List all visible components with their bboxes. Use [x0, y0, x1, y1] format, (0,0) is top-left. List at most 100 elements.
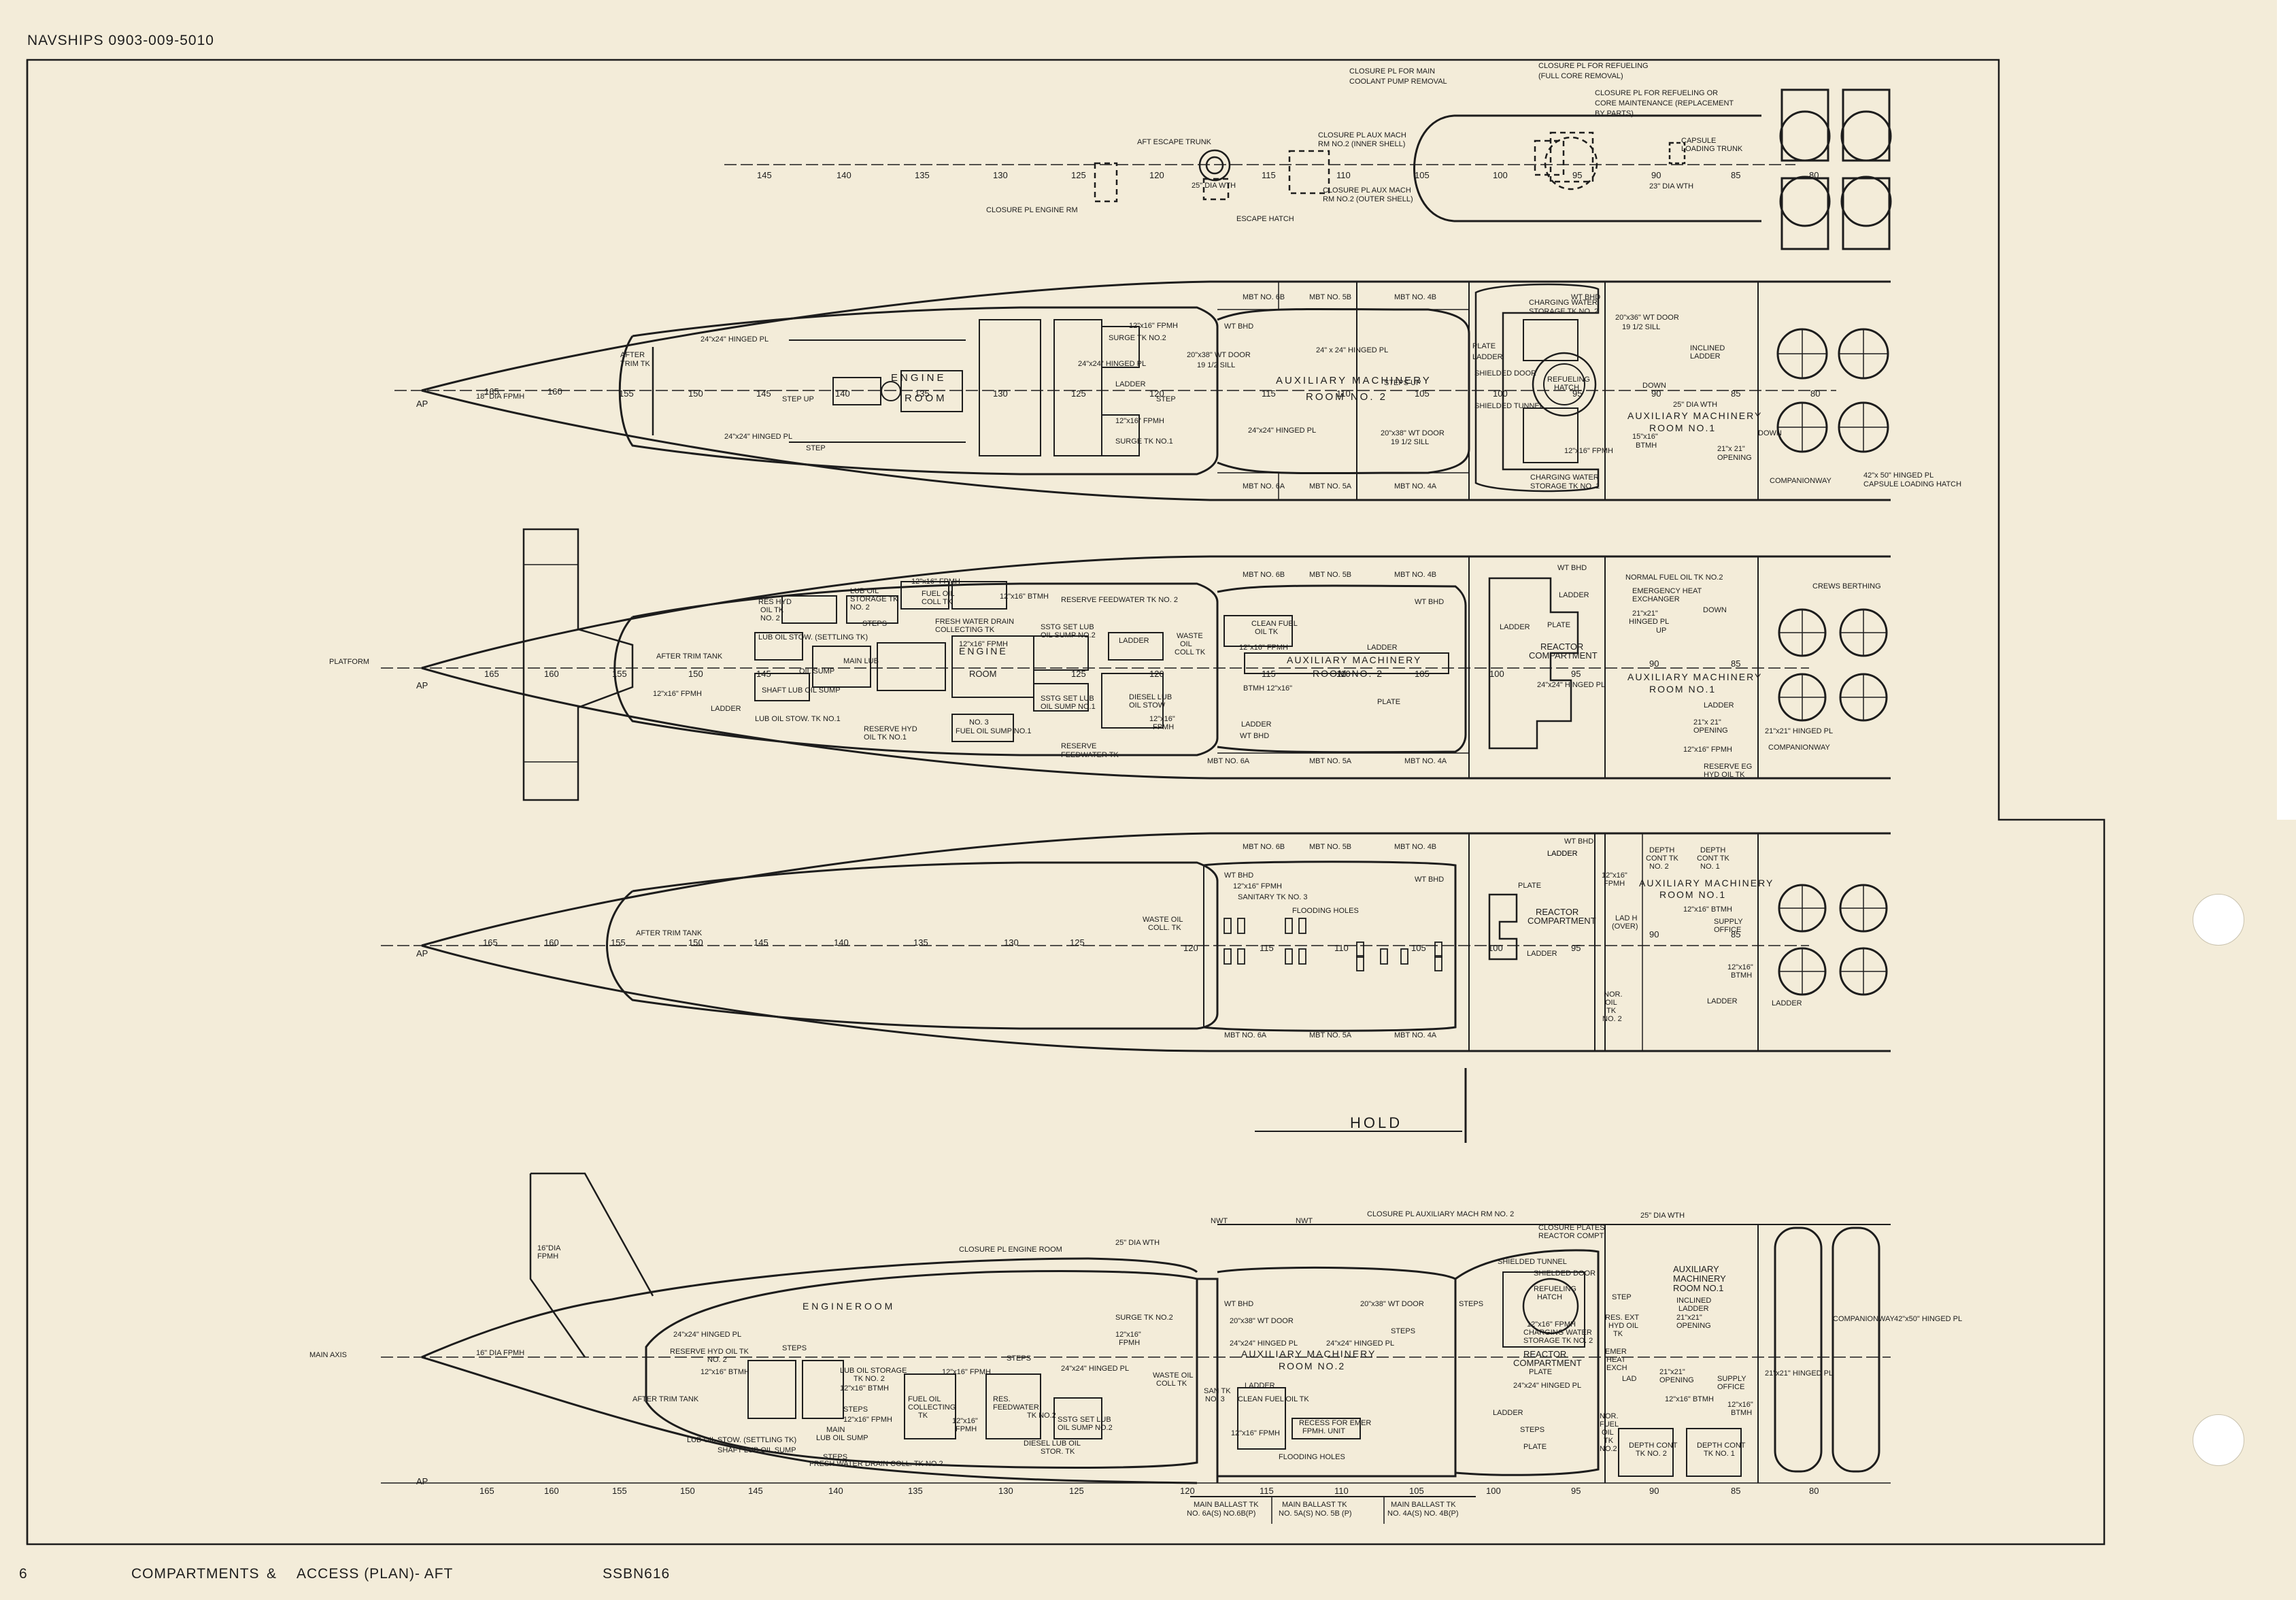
svg-text:STEPS UP: STEPS UP: [1384, 379, 1421, 387]
svg-text:MBT NO. 4B: MBT NO. 4B: [1394, 843, 1436, 851]
svg-text:NO. 1: NO. 1: [1700, 863, 1720, 871]
svg-text:130: 130: [998, 1486, 1013, 1496]
svg-text:12"x16" BTMH: 12"x16" BTMH: [840, 1384, 889, 1393]
view-hold-labels: HOLD AFTER TRIM TANK WASTE OIL COLL. TK …: [636, 837, 1802, 1131]
svg-text:MBT NO. 6A: MBT NO. 6A: [1207, 757, 1250, 765]
svg-text:FPMH. UNIT: FPMH. UNIT: [1302, 1427, 1345, 1435]
svg-text:LUB OIL STOW. TK NO.1: LUB OIL STOW. TK NO.1: [755, 715, 841, 723]
svg-text:NO.2: NO.2: [1600, 1445, 1617, 1453]
svg-text:MBT NO. 5B: MBT NO. 5B: [1309, 843, 1351, 851]
svg-text:FEEDWATER TK: FEEDWATER TK: [1061, 751, 1119, 759]
svg-text:UP: UP: [1656, 627, 1666, 635]
svg-text:FUEL OIL SUMP NO.1: FUEL OIL SUMP NO.1: [956, 727, 1031, 735]
svg-text:24"x24" HINGED PL: 24"x24" HINGED PL: [1078, 360, 1146, 368]
svg-text:100: 100: [1493, 388, 1508, 399]
svg-text:145: 145: [756, 388, 771, 399]
svg-text:MAIN LUB: MAIN LUB: [843, 657, 879, 665]
svg-text:24"x24" HINGED PL: 24"x24" HINGED PL: [1537, 681, 1605, 689]
svg-text:HYD OIL: HYD OIL: [1608, 1322, 1638, 1330]
svg-text:HATCH: HATCH: [1537, 1293, 1562, 1301]
svg-text:FUEL: FUEL: [1600, 1420, 1619, 1429]
svg-text:CHARGING WATER: CHARGING WATER: [1529, 299, 1598, 307]
svg-text:SHIELDED DOOR: SHIELDED DOOR: [1534, 1269, 1596, 1278]
svg-text:LADDER: LADDER: [1241, 720, 1272, 729]
svg-text:155: 155: [619, 388, 634, 399]
svg-text:42"x 50" HINGED PL: 42"x 50" HINGED PL: [1863, 471, 1934, 480]
svg-text:18" DIA FPMH: 18" DIA FPMH: [476, 393, 524, 401]
svg-text:115: 115: [1262, 669, 1276, 679]
document-number: NAVSHIPS 0903-009-5010: [27, 33, 214, 48]
svg-text:LOADING TRUNK: LOADING TRUNK: [1681, 145, 1743, 153]
svg-text:DOWN: DOWN: [1758, 429, 1782, 437]
svg-text:OPENING: OPENING: [1693, 727, 1728, 735]
svg-text:130: 130: [1004, 937, 1019, 948]
svg-text:100: 100: [1493, 170, 1508, 180]
svg-text:145: 145: [754, 937, 769, 948]
svg-text:INCLINED: INCLINED: [1676, 1297, 1711, 1305]
svg-text:ROOM NO. 2: ROOM NO. 2: [1313, 668, 1383, 679]
svg-text:NOR.: NOR.: [1600, 1412, 1619, 1420]
svg-text:21"x21": 21"x21": [1632, 610, 1658, 618]
svg-text:90: 90: [1649, 1486, 1659, 1496]
svg-text:24"x24" HINGED PL: 24"x24" HINGED PL: [1230, 1339, 1298, 1348]
svg-text:135: 135: [908, 1486, 923, 1496]
svg-text:24"x24" HINGED PL: 24"x24" HINGED PL: [1248, 427, 1316, 435]
svg-text:MAIN BALLAST TK: MAIN BALLAST TK: [1391, 1501, 1456, 1509]
svg-text:FPMH: FPMH: [1153, 723, 1174, 731]
svg-text:RES.: RES.: [993, 1395, 1011, 1403]
svg-text:12"x16" FPMH: 12"x16" FPMH: [1231, 1429, 1280, 1437]
svg-text:OIL TK: OIL TK: [760, 606, 784, 614]
svg-text:WASTE OIL: WASTE OIL: [1153, 1371, 1194, 1380]
svg-text:85: 85: [1731, 170, 1740, 180]
svg-text:120: 120: [1183, 943, 1198, 953]
svg-text:WASTE OIL: WASTE OIL: [1143, 916, 1183, 924]
svg-text:EXCH: EXCH: [1606, 1364, 1627, 1372]
svg-text:COLLECTING TK: COLLECTING TK: [935, 626, 995, 634]
svg-text:REFUELING: REFUELING: [1547, 376, 1590, 384]
svg-text:12"x16": 12"x16": [952, 1417, 978, 1425]
svg-text:SURGE TK NO.2: SURGE TK NO.2: [1109, 334, 1166, 342]
svg-text:LADDER: LADDER: [1500, 623, 1530, 631]
svg-text:155: 155: [611, 937, 626, 948]
svg-text:OIL STOW: OIL STOW: [1129, 701, 1166, 710]
svg-text:LADDER: LADDER: [1527, 950, 1557, 958]
svg-text:NO. 2: NO. 2: [707, 1356, 727, 1364]
svg-text:PLATE: PLATE: [1523, 1443, 1547, 1451]
svg-text:SURGE TK NO.2: SURGE TK NO.2: [1115, 1314, 1173, 1322]
svg-text:WT BHD: WT BHD: [1571, 293, 1600, 301]
svg-text:CLEAN FUEL: CLEAN FUEL: [1251, 620, 1298, 628]
svg-text:16"DIA: 16"DIA: [537, 1244, 561, 1252]
svg-text:135: 135: [915, 388, 930, 399]
svg-text:SSTG SET LUB: SSTG SET LUB: [1041, 623, 1094, 631]
svg-text:140: 140: [828, 1486, 843, 1496]
svg-text:42"x50" HINGED PL: 42"x50" HINGED PL: [1894, 1315, 1962, 1323]
svg-text:125: 125: [1071, 669, 1086, 679]
svg-text:LADDER: LADDER: [1559, 591, 1589, 599]
svg-text:AFTER TRIM TANK: AFTER TRIM TANK: [656, 652, 723, 661]
svg-text:165: 165: [479, 1486, 494, 1496]
svg-text:CORE MAINTENANCE (REPLACEMENT: CORE MAINTENANCE (REPLACEMENT: [1595, 99, 1734, 107]
svg-text:STORAGE TK NO. 2: STORAGE TK NO. 2: [1529, 307, 1598, 316]
svg-text:FUEL OIL: FUEL OIL: [922, 590, 955, 598]
svg-text:90: 90: [1651, 388, 1661, 399]
svg-text:STEPS: STEPS: [823, 1453, 847, 1461]
svg-text:MBT NO. 6A: MBT NO. 6A: [1243, 482, 1285, 490]
svg-text:LUB OIL STOW. (SETTLING TK): LUB OIL STOW. (SETTLING TK): [687, 1436, 796, 1444]
svg-text:CLOSURE PL ENGINE ROOM: CLOSURE PL ENGINE ROOM: [959, 1246, 1062, 1254]
svg-text:150: 150: [688, 937, 703, 948]
svg-text:DEPTH CONT: DEPTH CONT: [1629, 1441, 1678, 1450]
svg-text:LADDER: LADDER: [1472, 353, 1503, 361]
svg-text:95: 95: [1572, 170, 1582, 180]
punch-hole-upper: [2193, 894, 2244, 946]
svg-text:MBT NO. 6B: MBT NO. 6B: [1243, 293, 1285, 301]
svg-text:12"x16" BTMH: 12"x16" BTMH: [1000, 593, 1049, 601]
svg-text:AUXILIARY MACHINERY: AUXILIARY MACHINERY: [1627, 671, 1762, 682]
svg-text:SUPPLY: SUPPLY: [1714, 918, 1743, 926]
svg-text:CLOSURE PLATES: CLOSURE PLATES: [1538, 1224, 1605, 1232]
svg-text:AUXILIARY MACHINERY: AUXILIARY MACHINERY: [1287, 654, 1421, 665]
svg-text:12"x16" FPMH: 12"x16" FPMH: [1233, 882, 1282, 890]
svg-text:PLATE: PLATE: [1377, 698, 1400, 706]
